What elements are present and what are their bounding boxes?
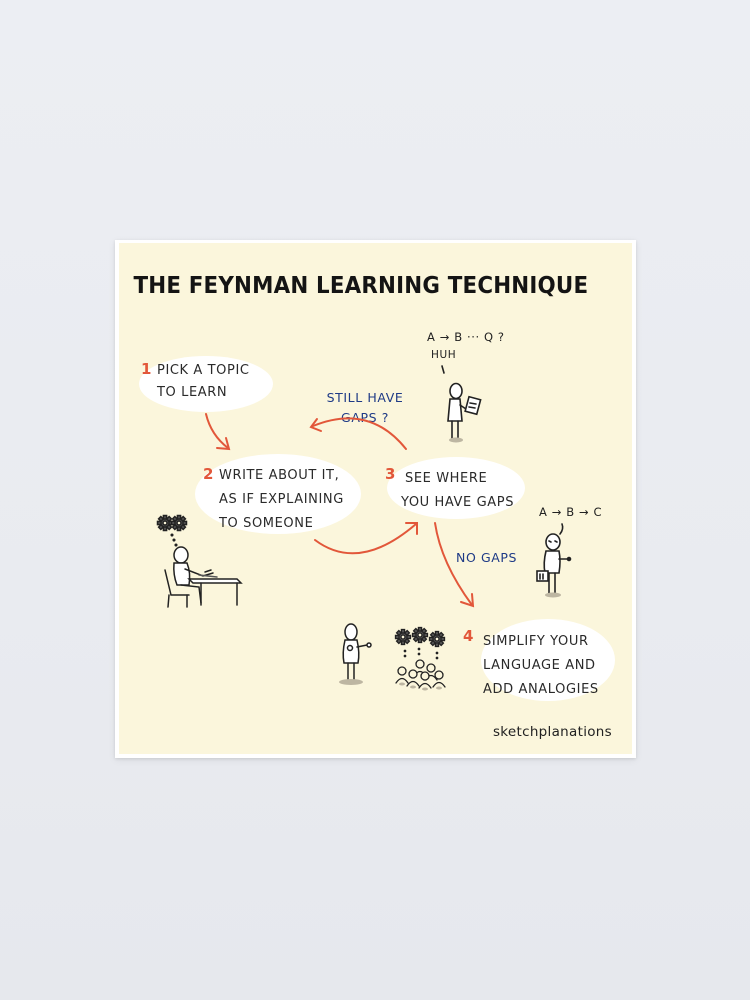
step-2-bubble — [195, 454, 361, 534]
writer-at-desk — [156, 514, 243, 608]
step-2-line3: TO SOMEONE — [219, 516, 314, 531]
confused-thought: A → B ··· Q ? — [427, 330, 505, 344]
poster-artwork: THE FEYNMAN LEARNING TECHNIQUE 1 PICK A … — [119, 243, 632, 754]
step-3-line1: SEE WHERE — [405, 471, 488, 486]
confident-figure — [536, 523, 572, 598]
step-1-number: 1 — [141, 360, 152, 378]
confident-speech: A → B → C — [539, 505, 603, 519]
step-2-line1: WRITE ABOUT IT, — [219, 468, 340, 483]
exit-label: NO GAPS — [456, 550, 518, 565]
loop-label-line1: STILL HAVE — [326, 390, 404, 405]
step-1-bubble — [139, 356, 273, 412]
step-3-bubble — [387, 457, 525, 519]
step-3-line2: YOU HAVE GAPS — [401, 495, 515, 510]
signature: sketchplanations — [492, 724, 612, 740]
audience-with-gears — [394, 626, 446, 691]
loop-label: STILL HAVE GAPS ? — [315, 388, 415, 428]
step-4-bubble — [481, 619, 615, 701]
poster-frame: THE FEYNMAN LEARNING TECHNIQUE 1 PICK A … — [115, 240, 636, 758]
step-4-line2: LANGUAGE AND — [483, 658, 596, 673]
sketch-drawings — [156, 365, 572, 691]
step-4-line1: SIMPLIFY YOUR — [483, 634, 589, 649]
step-3-number: 3 — [385, 465, 396, 483]
confused-speech: HUH — [431, 349, 457, 361]
confused-figure — [441, 365, 482, 443]
arrow-step2-to-step3 — [314, 522, 418, 555]
loop-label-line2: GAPS ? — [341, 410, 389, 425]
poster-title: THE FEYNMAN LEARNING TECHNIQUE — [133, 273, 589, 299]
arrow-step1-to-step2 — [205, 413, 231, 451]
step-4-number: 4 — [463, 627, 474, 645]
arrow-step3-to-step2 — [309, 417, 407, 450]
step-4-line3: ADD ANALOGIES — [483, 682, 599, 697]
step-1-line1: PICK A TOPIC — [157, 363, 250, 378]
step-2-number: 2 — [203, 465, 214, 483]
presenter — [339, 623, 372, 685]
step-2-line2: AS IF EXPLAINING — [219, 492, 344, 507]
step-1-line2: TO LEARN — [157, 385, 228, 400]
arrow-step3-to-step4 — [434, 522, 475, 608]
